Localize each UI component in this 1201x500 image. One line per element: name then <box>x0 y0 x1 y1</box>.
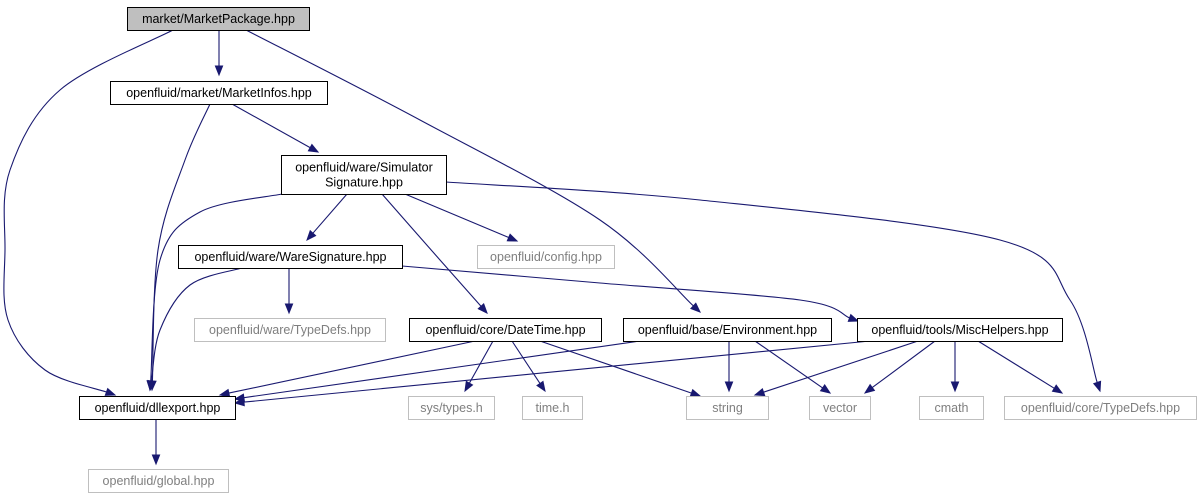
node-market-infos[interactable]: openfluid/market/MarketInfos.hpp <box>110 81 328 105</box>
edge-mischelpers-to-string <box>753 340 919 397</box>
node-label: openfluid/ware/WareSignature.hpp <box>194 250 386 264</box>
node-label: openfluid/global.hpp <box>103 474 215 488</box>
node-label: openfluid/market/MarketInfos.hpp <box>126 86 312 100</box>
edge-environment-to-dllexport <box>233 340 641 402</box>
node-label: sys/types.h <box>420 401 483 415</box>
node-label: openfluid/core/TypeDefs.hpp <box>1021 401 1180 415</box>
edge-datetime-to-dllexport <box>218 340 476 398</box>
node-label: openfluid/tools/MiscHelpers.hpp <box>871 323 1048 337</box>
node-label: openfluid/base/Environment.hpp <box>638 323 817 337</box>
node-label: openfluid/ware/TypeDefs.hpp <box>209 323 371 337</box>
edge-simulator_signature-to-ware_signature <box>306 193 348 242</box>
edge-simulator_signature-to-core_typedefs <box>445 181 1102 393</box>
edge-environment-to-string <box>724 341 734 393</box>
node-datetime[interactable]: openfluid/core/DateTime.hpp <box>409 318 602 342</box>
edge-datetime-to-sys_types <box>464 340 494 393</box>
node-label: Signature.hpp <box>325 176 403 190</box>
node-label: time.h <box>535 401 569 415</box>
graph-edges <box>3 29 1102 466</box>
node-label: openfluid/ware/Simulator <box>295 161 433 175</box>
edge-ware_signature-to-dllexport <box>147 267 243 392</box>
edge-market_infos-to-simulator_signature <box>231 103 320 153</box>
node-label: openfluid/core/DateTime.hpp <box>425 323 585 337</box>
node-global: openfluid/global.hpp <box>88 469 229 493</box>
edge-market_package-to-environment <box>245 29 701 313</box>
node-label: vector <box>823 401 857 415</box>
node-mischelpers[interactable]: openfluid/tools/MiscHelpers.hpp <box>857 318 1063 342</box>
node-core-typedefs: openfluid/core/TypeDefs.hpp <box>1004 396 1197 420</box>
edge-mischelpers-to-vector <box>863 340 936 394</box>
edge-simulator_signature-to-config <box>404 193 519 242</box>
edge-market_package-to-dllexport <box>3 29 174 396</box>
edge-ware_signature-to-ware_typedefs <box>284 268 294 315</box>
node-label: openfluid/dllexport.hpp <box>95 401 221 415</box>
node-string: string <box>686 396 769 420</box>
node-config: openfluid/config.hpp <box>477 245 615 269</box>
node-ware-typedefs: openfluid/ware/TypeDefs.hpp <box>194 318 386 342</box>
node-time-h: time.h <box>522 396 583 420</box>
node-market-package[interactable]: market/MarketPackage.hpp <box>127 7 310 31</box>
edge-market_package-to-market_infos <box>214 30 224 77</box>
edge-datetime-to-string <box>539 340 702 398</box>
node-vector: vector <box>809 396 871 420</box>
node-ware-signature[interactable]: openfluid/ware/WareSignature.hpp <box>178 245 403 269</box>
edge-environment-to-vector <box>754 340 832 394</box>
edge-dllexport-to-global <box>151 419 161 466</box>
graph-nodes: market/MarketPackage.hpp openfluid/market… <box>79 7 1197 493</box>
node-label: openfluid/config.hpp <box>490 250 602 264</box>
node-label: string <box>712 401 743 415</box>
edge-simulator_signature-to-datetime <box>381 193 488 314</box>
node-label: market/MarketPackage.hpp <box>142 12 295 26</box>
node-sys-types: sys/types.h <box>408 396 495 420</box>
node-cmath: cmath <box>919 396 984 420</box>
edge-datetime-to-time_h <box>511 340 546 393</box>
edge-mischelpers-to-core_typedefs <box>977 340 1064 394</box>
edge-simulator_signature-to-dllexport <box>146 193 283 392</box>
edge-ware_signature-to-mischelpers <box>401 265 860 322</box>
edge-mischelpers-to-dllexport <box>233 340 871 407</box>
node-environment[interactable]: openfluid/base/Environment.hpp <box>623 318 832 342</box>
node-dllexport[interactable]: openfluid/dllexport.hpp <box>79 396 236 420</box>
edge-mischelpers-to-cmath <box>950 341 960 393</box>
node-label: cmath <box>934 401 968 415</box>
